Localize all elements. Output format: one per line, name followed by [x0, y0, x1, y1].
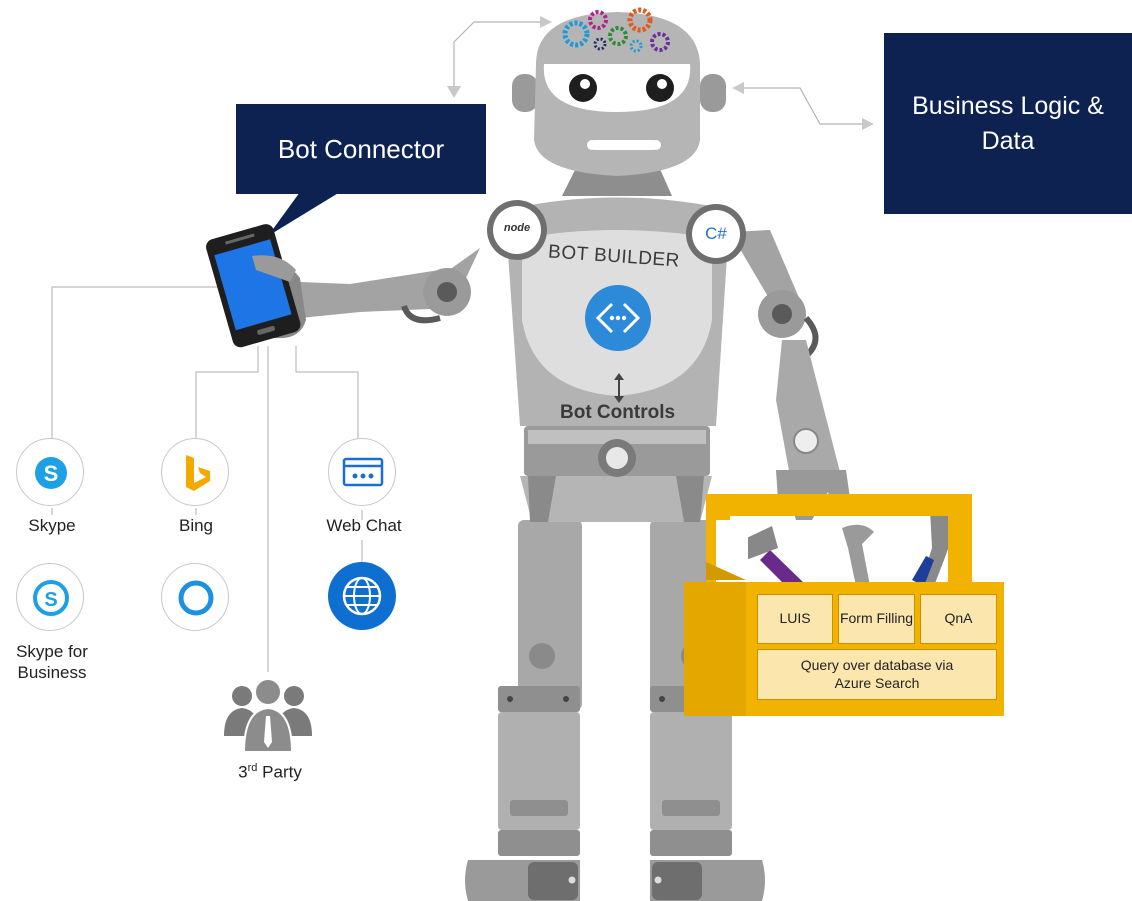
channel-connector-lines — [51, 286, 363, 672]
channel-globe[interactable] — [328, 562, 396, 630]
node-logo: node — [503, 222, 531, 234]
skype-for-business-label: Skype for Business — [16, 642, 88, 682]
robot-waist — [520, 426, 712, 522]
third-party-prefix: 3 — [238, 762, 248, 782]
speech-bubble-tail — [268, 192, 340, 236]
robot-shoulders — [487, 200, 746, 264]
svg-text:S: S — [44, 589, 57, 611]
phone-icon — [206, 224, 301, 348]
bot-controls-label: Bot Controls — [560, 402, 676, 423]
skype-icon: S — [35, 457, 67, 489]
third-party-label: 3rd Party — [226, 762, 314, 783]
svg-text:S: S — [44, 461, 59, 486]
channel-skype[interactable]: S — [16, 438, 84, 506]
cortana-icon — [178, 580, 214, 616]
tools-icon — [734, 506, 960, 590]
qna-card[interactable]: QnA — [920, 594, 997, 644]
bing-label: Bing — [178, 516, 214, 535]
skype-label: Skype — [28, 516, 76, 535]
channel-skype-for-business[interactable]: S — [16, 563, 84, 631]
form-filling-card[interactable]: Form Filling — [838, 594, 915, 644]
web-chat-label: Web Chat — [326, 516, 402, 535]
bot-connector-callout: Bot Connector — [236, 104, 486, 194]
gears-icon — [562, 7, 670, 53]
web-chat-icon — [342, 457, 384, 487]
robot-head — [512, 12, 726, 176]
azure-bot-service-icon — [585, 285, 651, 351]
globe-icon — [342, 576, 382, 616]
third-party-users-icon — [224, 678, 312, 753]
csharp-logo: C# — [705, 224, 727, 243]
controls-arrow-icon — [614, 373, 624, 403]
channel-bing[interactable] — [161, 438, 229, 506]
head-arrows — [447, 16, 874, 130]
business-logic-callout: Business Logic & Data — [884, 33, 1132, 214]
channel-web-chat[interactable] — [328, 438, 396, 506]
query-azure-search-card[interactable]: Query over database via Azure Search — [757, 649, 997, 700]
bing-icon — [186, 455, 210, 491]
third-party-suffix: Party — [257, 762, 302, 782]
third-party-sup: rd — [247, 762, 258, 774]
skype-for-business-icon: S — [33, 580, 69, 616]
robot-left-thumb — [252, 255, 296, 282]
luis-card[interactable]: LUIS — [757, 594, 833, 644]
channel-cortana[interactable] — [161, 563, 229, 631]
robot-right-arm — [730, 230, 852, 520]
